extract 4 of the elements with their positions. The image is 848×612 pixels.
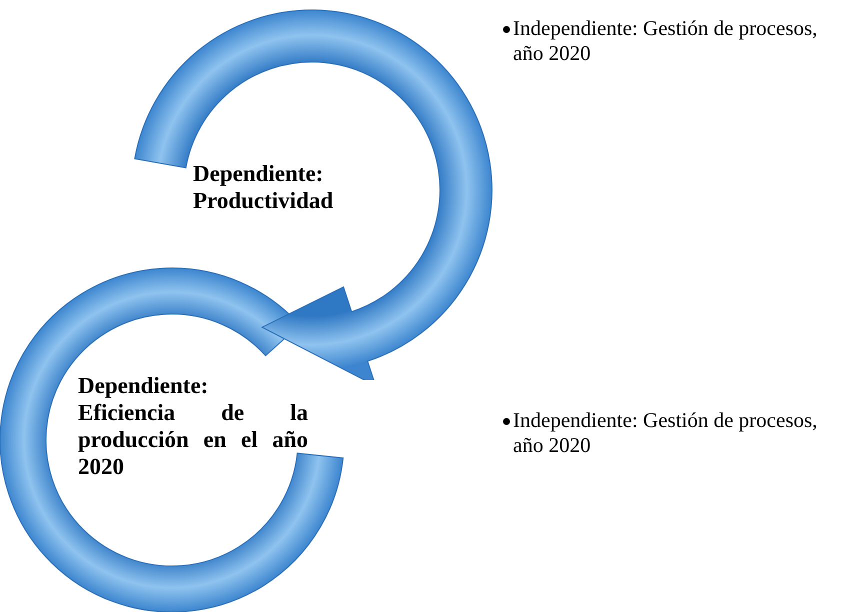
node-label: Dependiente: Productividad <box>193 160 334 214</box>
bullet-text: Independiente: Gestión de procesos, año 2020 <box>513 408 818 458</box>
bullet-text: Independiente: Gestión de procesos, año 2020 <box>513 16 818 66</box>
node-label: Dependiente: Eficiencia de la producción en el año 2020 <box>78 372 308 480</box>
